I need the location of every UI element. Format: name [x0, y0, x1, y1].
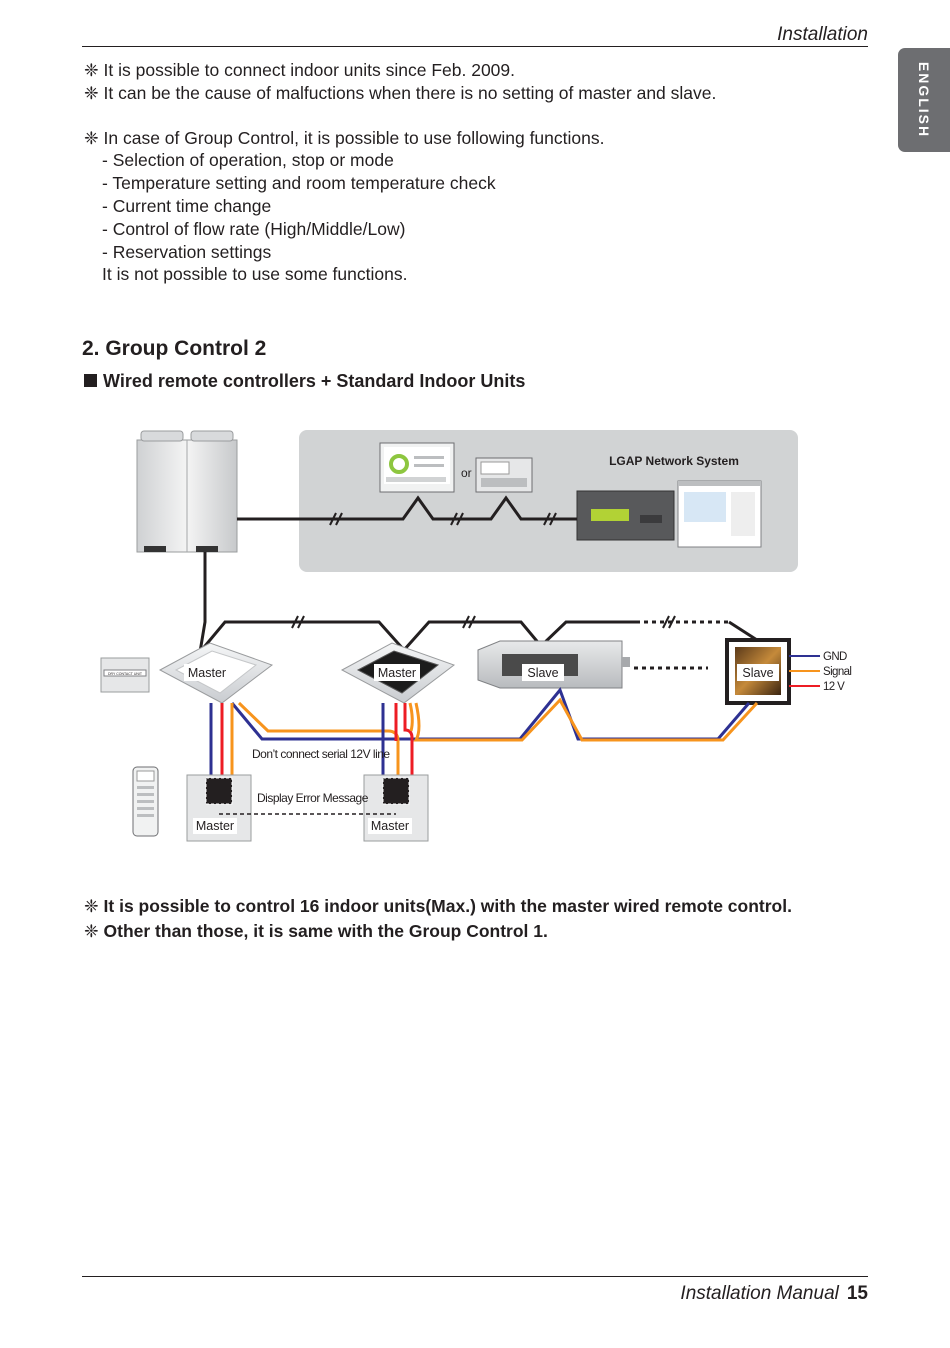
unit-label-text: Master	[188, 666, 226, 680]
unit-label: Slave	[737, 664, 779, 681]
unit-label-text: Slave	[742, 666, 773, 680]
unit-label: Master	[184, 664, 230, 681]
outdoor-unit	[136, 430, 238, 553]
error-message-caption: Display Error Message	[257, 791, 369, 805]
footer-manual-title: Installation Manual	[680, 1283, 839, 1304]
remote-label-text: Master	[196, 819, 234, 833]
wire-label-signal: Signal	[823, 666, 851, 678]
wire-label-12v: 12 V	[823, 681, 845, 693]
section-subtitle-text: Wired remote controllers + Standard Indo…	[103, 371, 526, 391]
bottom-notes: ❈ It is possible to control 16 indoor un…	[84, 894, 792, 944]
note-closing: It is not possible to use some functions…	[102, 264, 408, 285]
indoor-bus-line	[198, 620, 636, 653]
bullet-square-icon	[84, 374, 97, 387]
function-item: - Current time change	[102, 195, 272, 216]
wire-legend-leads	[789, 655, 820, 687]
pc-software-screen	[677, 480, 762, 548]
network-line	[237, 495, 577, 521]
remote-label-text: Master	[371, 819, 409, 833]
function-item: - Selection of operation, stop or mode	[102, 150, 394, 171]
wired-remote-2	[363, 774, 429, 842]
note-group-control: ❈ In case of Group Control, it is possib…	[84, 127, 605, 148]
line-break-mark	[329, 512, 557, 526]
note-master-slave: ❈ It can be the cause of malfuctions whe…	[84, 82, 717, 103]
function-item: - Control of flow rate (High/Middle/Low)	[102, 218, 406, 239]
lgap-network-label: LGAP Network System	[609, 454, 739, 468]
dry-contact-unit: DRY CONTACT UNIT	[100, 657, 150, 693]
page-number: 15	[846, 1283, 868, 1304]
section-title: 2. Group Control 2	[82, 337, 267, 360]
note-same-as-group-control-1: ❈ Other than those, it is same with the …	[84, 921, 548, 941]
bus-break-mark	[291, 615, 676, 629]
dry-contact-label: DRY CONTACT UNIT	[108, 672, 143, 676]
language-tab: ENGLISH	[898, 48, 950, 152]
header-title: Installation	[777, 24, 868, 45]
footer: Installation Manual 15	[680, 1283, 868, 1305]
or-label: or	[461, 466, 472, 480]
unit-label-text: Master	[378, 666, 416, 680]
unit-label-text: Slave	[527, 666, 558, 680]
power-line	[198, 552, 207, 653]
remote-label: Master	[368, 818, 412, 834]
wire-label-gnd: GND	[823, 651, 847, 663]
section-subtitle: Wired remote controllers + Standard Indo…	[84, 371, 525, 392]
function-item: - Reservation settings	[102, 241, 272, 262]
header-divider	[82, 46, 868, 47]
serial-12v-caption: Don’t connect serial 12V line	[252, 747, 390, 761]
note-max-units: ❈ It is possible to control 16 indoor un…	[84, 896, 792, 916]
unit-label: Slave	[522, 664, 564, 681]
remote-label: Master	[193, 818, 237, 834]
note-indoor-units: ❈ It is possible to connect indoor units…	[84, 60, 516, 80]
remote-wiring	[209, 687, 759, 775]
simple-central-controller	[475, 457, 533, 493]
wireless-remote	[132, 766, 159, 837]
notes-block: ❈ It is possible to connect indoor units…	[84, 59, 864, 286]
function-item: - Temperature setting and room temperatu…	[102, 173, 496, 194]
wiring-diagram: or LGAP Network System	[100, 430, 852, 842]
unit-label: Master	[374, 664, 420, 681]
network-gateway	[576, 490, 675, 541]
footer-divider	[82, 1276, 868, 1277]
bus-to-slave-panel	[728, 620, 758, 642]
touch-screen-controller	[379, 442, 455, 493]
